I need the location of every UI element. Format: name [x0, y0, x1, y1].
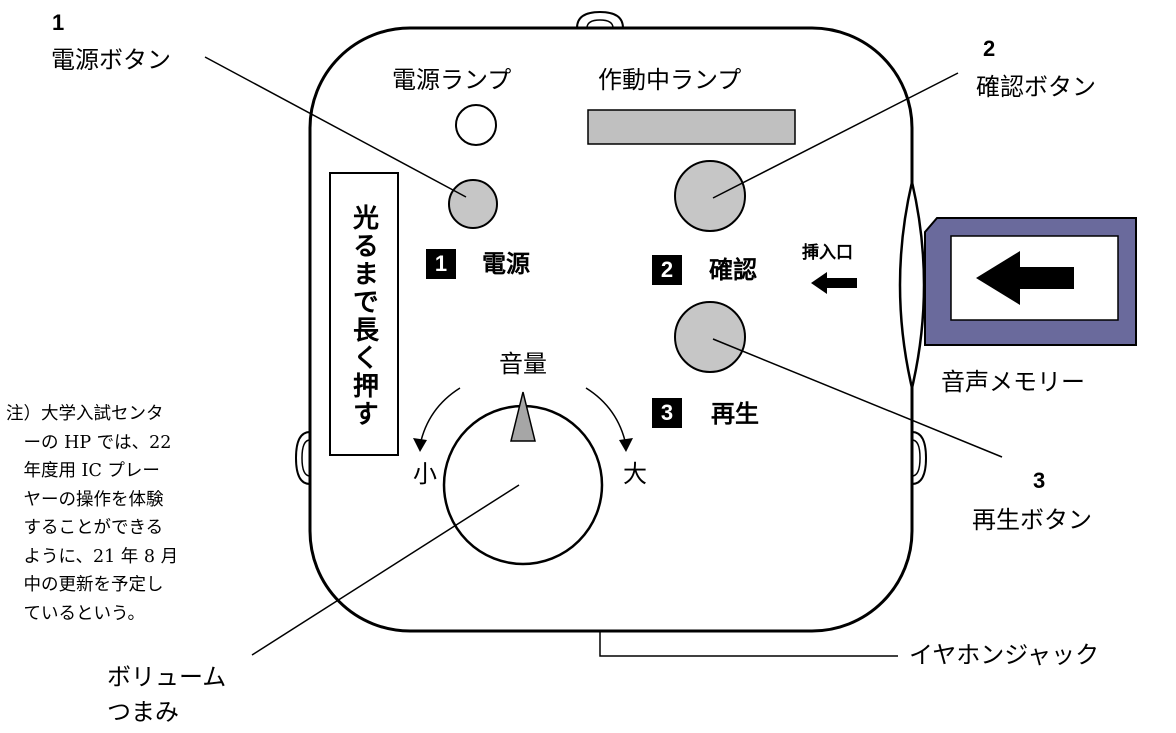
power-lamp-label: 電源ランプ [392, 66, 512, 94]
power-badge: 1 [426, 249, 456, 279]
note-line: 年度用 IC プレー [6, 461, 160, 481]
callout-number-3: 3 [1033, 468, 1046, 493]
active-lamp-label: 作動中ランプ [598, 66, 742, 94]
volume-small-label: 小 [413, 460, 437, 488]
power-lamp [455, 104, 497, 146]
earphone-jack-label: イヤホンジャック [909, 641, 1100, 669]
play-button-label: 再生ボタン [972, 506, 1092, 534]
volume-large-label: 大 [623, 460, 647, 488]
volume-decrease-arrow [419, 387, 461, 446]
volume-increase-arrow [585, 387, 627, 446]
note-line: 注）大学入試センタ [6, 404, 164, 424]
card-slot-flap [898, 181, 926, 389]
left-side-bump [294, 431, 311, 485]
play-button[interactable] [674, 301, 746, 373]
audio-memory-label: 音声メモリー [941, 368, 1085, 396]
insert-arrow [811, 272, 857, 294]
leader-power [204, 56, 467, 198]
press-instruction-box: 光るまで長く押す [329, 172, 399, 456]
note-line: ーの HP では、22 [6, 432, 172, 453]
right-side-bump [911, 431, 928, 485]
volume-knob-label-line1: ボリューム [107, 663, 227, 691]
note-line: ヤーの操作を体験 [6, 489, 164, 510]
active-lamp [587, 109, 796, 145]
note-line: 中の更新を予定し [6, 575, 164, 595]
press-instruction-text: 光るまで長く押す [348, 204, 379, 428]
note-line: ているという。 [6, 603, 145, 624]
play-badge: 3 [652, 398, 682, 428]
leader-confirm [712, 72, 959, 199]
confirm-panel-label: 確認 [709, 256, 757, 284]
leader-play [712, 338, 1003, 458]
volume-knob-label-line2: つまみ [107, 698, 179, 726]
insert-slot-label: 挿入口 [802, 243, 853, 263]
side-note: 注）大学入試センタ ーの HP では、22 年度用 IC プレー ヤーの操作を体… [6, 400, 246, 628]
card-arrow [976, 251, 1074, 305]
confirm-button-label: 確認ボタン [976, 73, 1096, 101]
note-line: ように、21 年 8 月 [6, 546, 179, 567]
callout-number-1: 1 [52, 10, 65, 35]
leader-volume [251, 484, 520, 656]
note-line: することができる [6, 518, 164, 538]
confirm-badge: 2 [652, 255, 682, 285]
volume-label: 音量 [499, 350, 547, 378]
volume-indicator [510, 391, 536, 442]
confirm-button[interactable] [674, 160, 746, 232]
play-panel-label: 再生 [711, 400, 759, 428]
power-panel-label: 電源 [482, 250, 530, 278]
top-loop [576, 10, 624, 29]
power-button[interactable] [448, 179, 498, 229]
power-button-label: 電源ボタン [51, 46, 171, 74]
leader-earphone [599, 631, 898, 657]
callout-number-2: 2 [983, 36, 996, 61]
